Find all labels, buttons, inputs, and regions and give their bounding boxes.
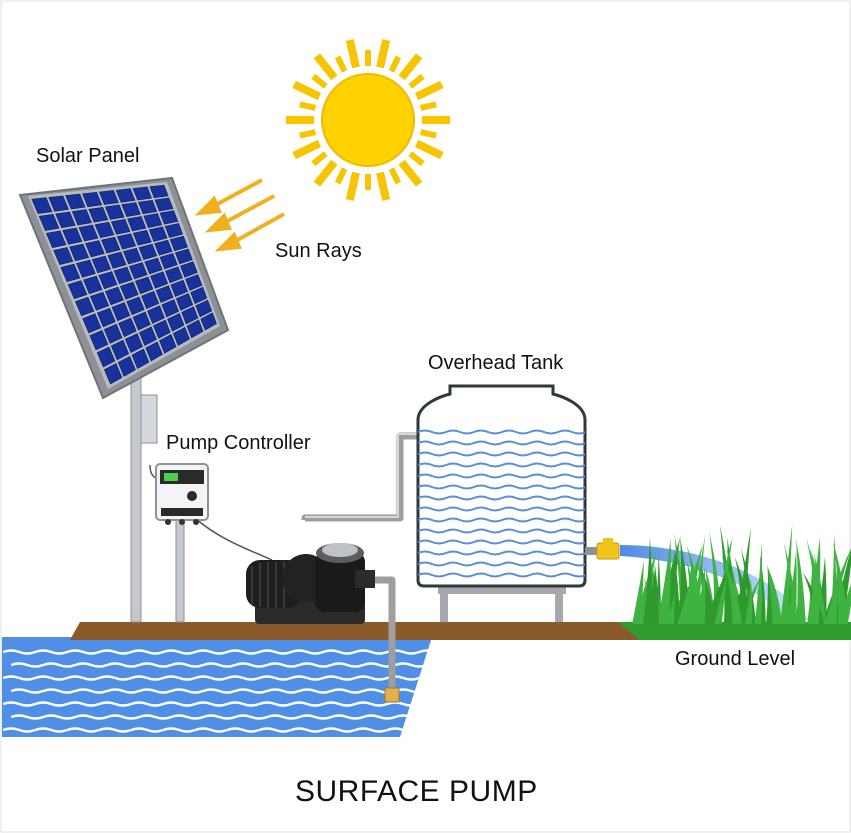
diagram-title: SURFACE PUMP	[295, 775, 538, 808]
foot-valve	[384, 687, 400, 703]
sun-rays-label: Sun Rays	[275, 240, 362, 262]
ground-level-label: Ground Level	[675, 648, 796, 670]
solar-panel-icon	[18, 176, 230, 400]
water-tank-icon	[416, 384, 587, 622]
ground	[70, 622, 851, 640]
surface-pump-icon	[246, 543, 375, 624]
valve-icon	[585, 538, 620, 560]
pipes	[301, 432, 420, 690]
overhead-tank-label: Overhead Tank	[428, 352, 564, 374]
sun-icon	[286, 39, 450, 201]
pump-controller-label: Pump Controller	[166, 432, 311, 454]
solar-panel-label: Solar Panel	[36, 145, 140, 167]
grass-icon	[632, 524, 851, 624]
pump-controller-icon	[155, 463, 209, 525]
sun-rays-arrows	[194, 178, 285, 252]
water-source	[2, 637, 444, 737]
